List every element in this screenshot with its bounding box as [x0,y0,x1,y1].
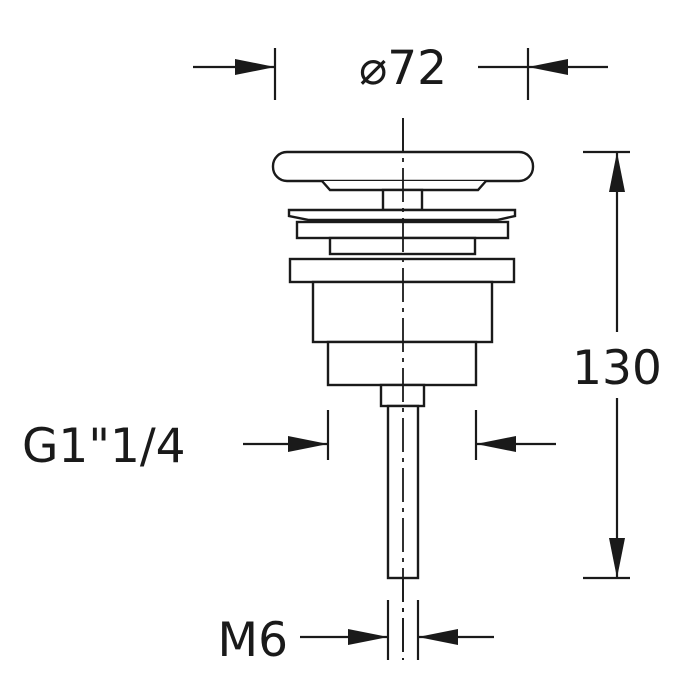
rod-dimension: M6 [218,600,494,668]
arrow-left-icon [476,436,516,452]
arrow-left-icon [528,59,568,75]
rod-label: M6 [218,613,288,668]
diameter-dimension: ⌀72 [193,41,608,100]
arrow-right-icon [288,436,328,452]
arrow-right-icon [235,59,275,75]
arrow-left-icon [418,629,458,645]
cap-underside [321,180,487,192]
arrow-down-icon [609,538,625,578]
height-label: 130 [572,341,662,396]
arrow-right-icon [348,629,388,645]
waste-valve [271,118,535,660]
lower-body [326,340,478,387]
thread-label: G1"1/4 [22,419,186,474]
arrow-up-icon [609,152,625,192]
locking-nut [288,257,516,284]
thread-dimension: G1"1/4 [22,410,556,474]
height-dimension: 130 [572,150,662,580]
diameter-label: ⌀72 [359,41,447,96]
upper-flange [287,208,517,222]
